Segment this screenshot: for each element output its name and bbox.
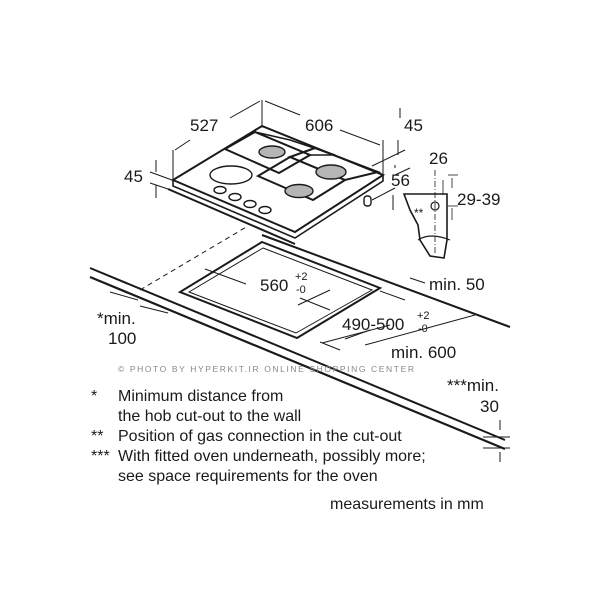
hotplate	[209, 165, 253, 185]
tolerance-minus: -0	[296, 284, 306, 296]
control-knobs	[213, 185, 272, 215]
dim-min-oven-label: ***min.	[447, 376, 499, 395]
dim-hob-depth: 527	[190, 116, 219, 135]
dim-min-worktop: min. 600	[391, 343, 457, 362]
footnote-mark: ***	[91, 448, 110, 465]
tolerance-minus: -0	[418, 323, 428, 335]
footnote-text: see space requirements for the oven	[118, 468, 378, 485]
footnote-text: With fitted oven underneath, possibly mo…	[118, 448, 426, 465]
dim-hob-height-left: 45	[124, 167, 143, 186]
cutout	[177, 240, 383, 340]
footnote-text: Minimum distance from	[118, 388, 284, 405]
dim-min-back: min. 50	[429, 275, 485, 294]
footnote-text: the hob cut-out to the wall	[118, 408, 302, 425]
tolerance-plus: +2	[417, 310, 430, 322]
dimension-lines	[109, 100, 510, 462]
watermark: © PHOTO BY HYPERKIT.IR ONLINE SHOPPING C…	[118, 364, 416, 374]
burner	[284, 183, 314, 199]
dim-hob-total-height: 56	[391, 171, 410, 190]
footnote-mark: **	[91, 428, 104, 445]
gas-mark: **	[414, 206, 424, 220]
dim-gas-height: 29-39	[457, 190, 501, 209]
gas-connection-bracket	[402, 170, 458, 259]
hob	[167, 124, 386, 245]
dim-min-wall-value: 100	[108, 329, 137, 348]
dim-hob-width: 606	[305, 116, 334, 135]
tolerance-plus: +2	[295, 271, 308, 283]
units-note: measurements in mm	[330, 496, 484, 513]
dim-gas-offset: 26	[429, 149, 448, 168]
worktop	[89, 225, 511, 451]
dim-min-oven-value: 30	[480, 397, 499, 416]
dim-hob-height-right: 45	[404, 116, 423, 135]
dim-cutout-depth: 490-500	[342, 315, 405, 334]
dim-min-wall-label: *min.	[97, 309, 136, 328]
burner	[258, 145, 286, 159]
dim-cutout-width: 560	[260, 276, 289, 295]
footnote-text: Position of gas connection in the cut-ou…	[118, 428, 402, 445]
burner	[315, 164, 347, 180]
footnote-mark: *	[91, 388, 98, 405]
